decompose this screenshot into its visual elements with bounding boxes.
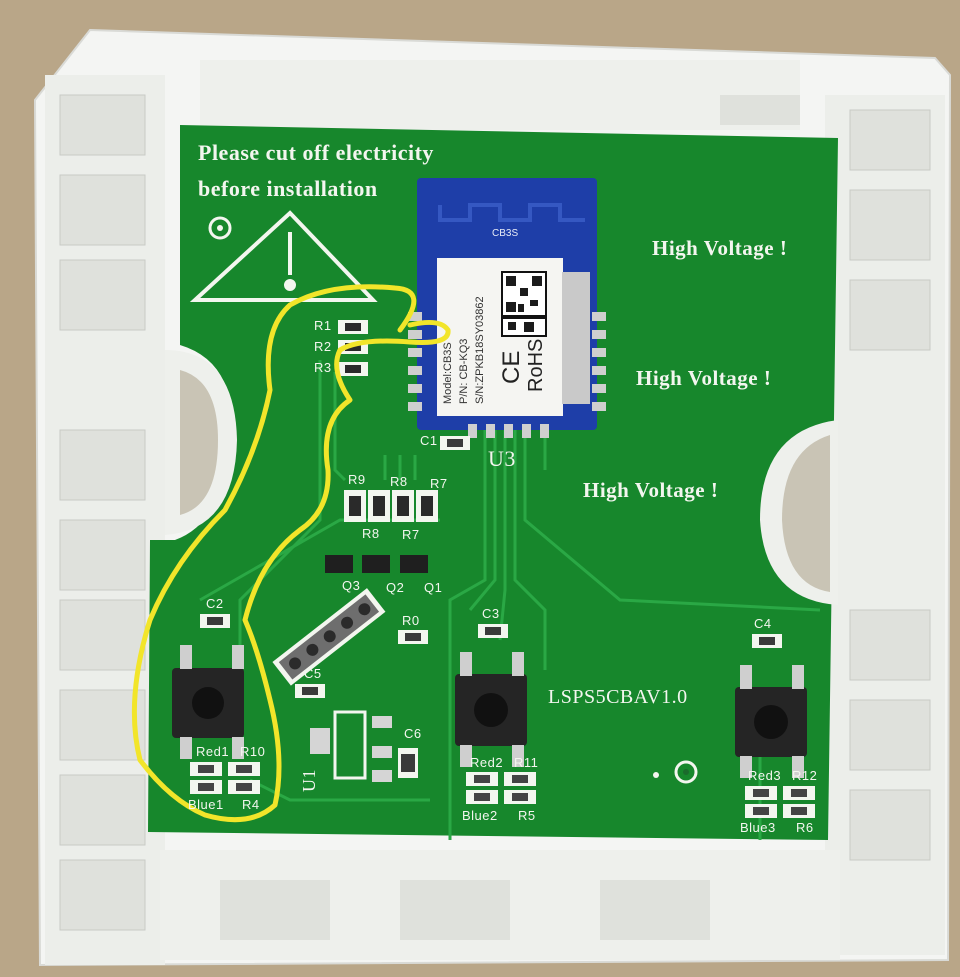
warning-triangle-icon bbox=[189, 210, 378, 302]
designator-r3: R3 bbox=[314, 360, 332, 375]
designator-q1: Q1 bbox=[424, 580, 443, 595]
high-voltage-label-1: High Voltage ! bbox=[652, 236, 788, 260]
designator-r10: R10 bbox=[240, 744, 266, 759]
designator-red1: Red1 bbox=[196, 744, 230, 759]
tactile-button-3 bbox=[735, 665, 807, 778]
warning-text-line2: before installation bbox=[198, 176, 378, 201]
designator-u3: U3 bbox=[488, 446, 516, 471]
designator-r11: R11 bbox=[514, 755, 539, 770]
module-pn-line: P/N: CB-KQ3 bbox=[458, 338, 470, 404]
designator-r6: R6 bbox=[796, 820, 814, 835]
designator-r4: R4 bbox=[242, 797, 260, 812]
tactile-button-1 bbox=[172, 645, 244, 759]
warning-text-line1: Please cut off electricity bbox=[198, 140, 434, 165]
designator-blue2: Blue2 bbox=[462, 808, 498, 823]
designator-c4: C4 bbox=[754, 616, 772, 631]
designator-u1: U1 bbox=[299, 769, 319, 792]
ce-mark: CE bbox=[498, 350, 525, 384]
designator-r1: R1 bbox=[314, 318, 332, 333]
designator-r8-bottom: R8 bbox=[362, 526, 380, 541]
designator-red3: Red3 bbox=[748, 768, 782, 783]
designator-r7-bottom: R7 bbox=[402, 527, 420, 542]
designator-c6: C6 bbox=[404, 726, 422, 741]
highlight-outline bbox=[131, 284, 451, 823]
module-sn-line: S/N:ZPKB18SY03862 bbox=[474, 296, 486, 404]
designator-r8-top: R8 bbox=[390, 474, 408, 489]
mount-hole-marker-icon bbox=[208, 216, 698, 784]
board-model-label: LSPS5CBAV1.0 bbox=[548, 686, 688, 708]
designator-q2: Q2 bbox=[386, 580, 405, 595]
designator-blue3: Blue3 bbox=[740, 820, 776, 835]
wifi-module bbox=[408, 178, 606, 438]
designator-r0: R0 bbox=[402, 613, 420, 628]
tactile-button-2 bbox=[455, 652, 527, 767]
module-top-label: CB3S bbox=[492, 228, 519, 239]
designator-c1: C1 bbox=[420, 433, 438, 448]
high-voltage-label-2: High Voltage ! bbox=[636, 366, 772, 390]
designator-q3: Q3 bbox=[342, 578, 361, 593]
rohs-mark: RoHS bbox=[525, 338, 547, 392]
high-voltage-label-3: High Voltage ! bbox=[583, 478, 719, 502]
designator-r2: R2 bbox=[314, 339, 332, 354]
designator-c3: C3 bbox=[482, 606, 500, 621]
designator-blue1: Blue1 bbox=[188, 797, 224, 812]
designator-red2: Red2 bbox=[470, 755, 504, 770]
designator-c5: C5 bbox=[304, 666, 322, 681]
designator-r5: R5 bbox=[518, 808, 536, 823]
module-model-line: Model:CB3S bbox=[442, 342, 454, 404]
designator-r7-top: R7 bbox=[430, 476, 448, 491]
smd-components bbox=[200, 320, 782, 782]
designator-r12: R12 bbox=[792, 768, 818, 783]
designator-c2: C2 bbox=[206, 596, 224, 611]
designator-r9: R9 bbox=[348, 472, 366, 487]
